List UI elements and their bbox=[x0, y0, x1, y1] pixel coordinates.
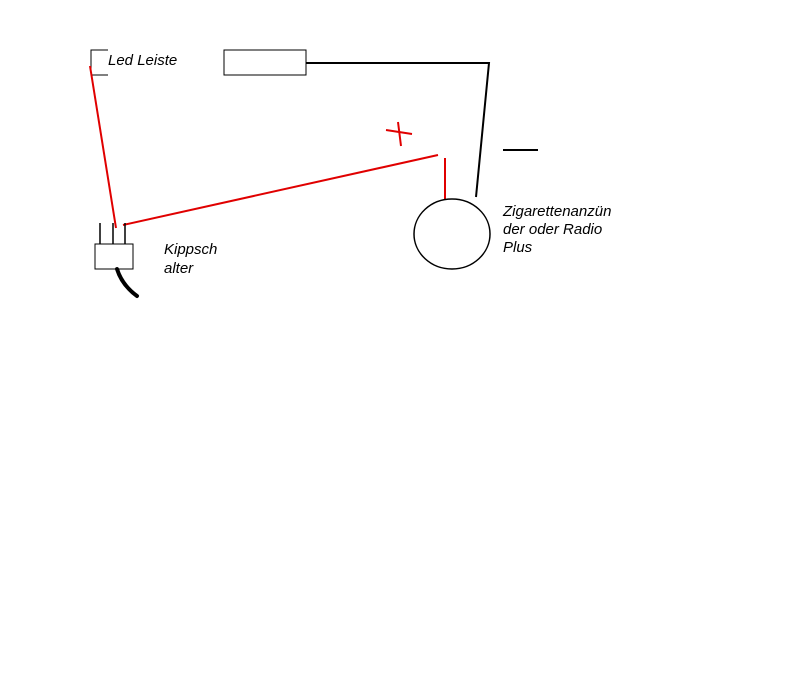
positive-wire-led-to-switch bbox=[89, 65, 117, 229]
led-strip-label: Led Leiste bbox=[108, 52, 177, 69]
led-strip-right-segment bbox=[223, 49, 307, 76]
plus-sign bbox=[385, 121, 413, 147]
socket-label-line1: Zigarettenanzün bbox=[502, 203, 611, 220]
switch-ground-wire bbox=[115, 267, 139, 298]
socket-label-line2: der oder Radio bbox=[503, 221, 602, 238]
led-strip-left-segment bbox=[90, 49, 108, 76]
toggle-switch bbox=[94, 223, 139, 298]
positive-wire-switch-to-socket bbox=[122, 154, 439, 226]
switch-label-line1: Kippsch bbox=[164, 241, 217, 258]
socket-label-line3: Plus bbox=[503, 239, 533, 256]
cigarette-lighter-socket bbox=[413, 198, 491, 270]
led-strip: Led Leiste bbox=[90, 49, 307, 76]
negative-wire bbox=[306, 62, 491, 198]
switch-body bbox=[94, 243, 134, 270]
switch-label-line2: alter bbox=[164, 260, 194, 277]
